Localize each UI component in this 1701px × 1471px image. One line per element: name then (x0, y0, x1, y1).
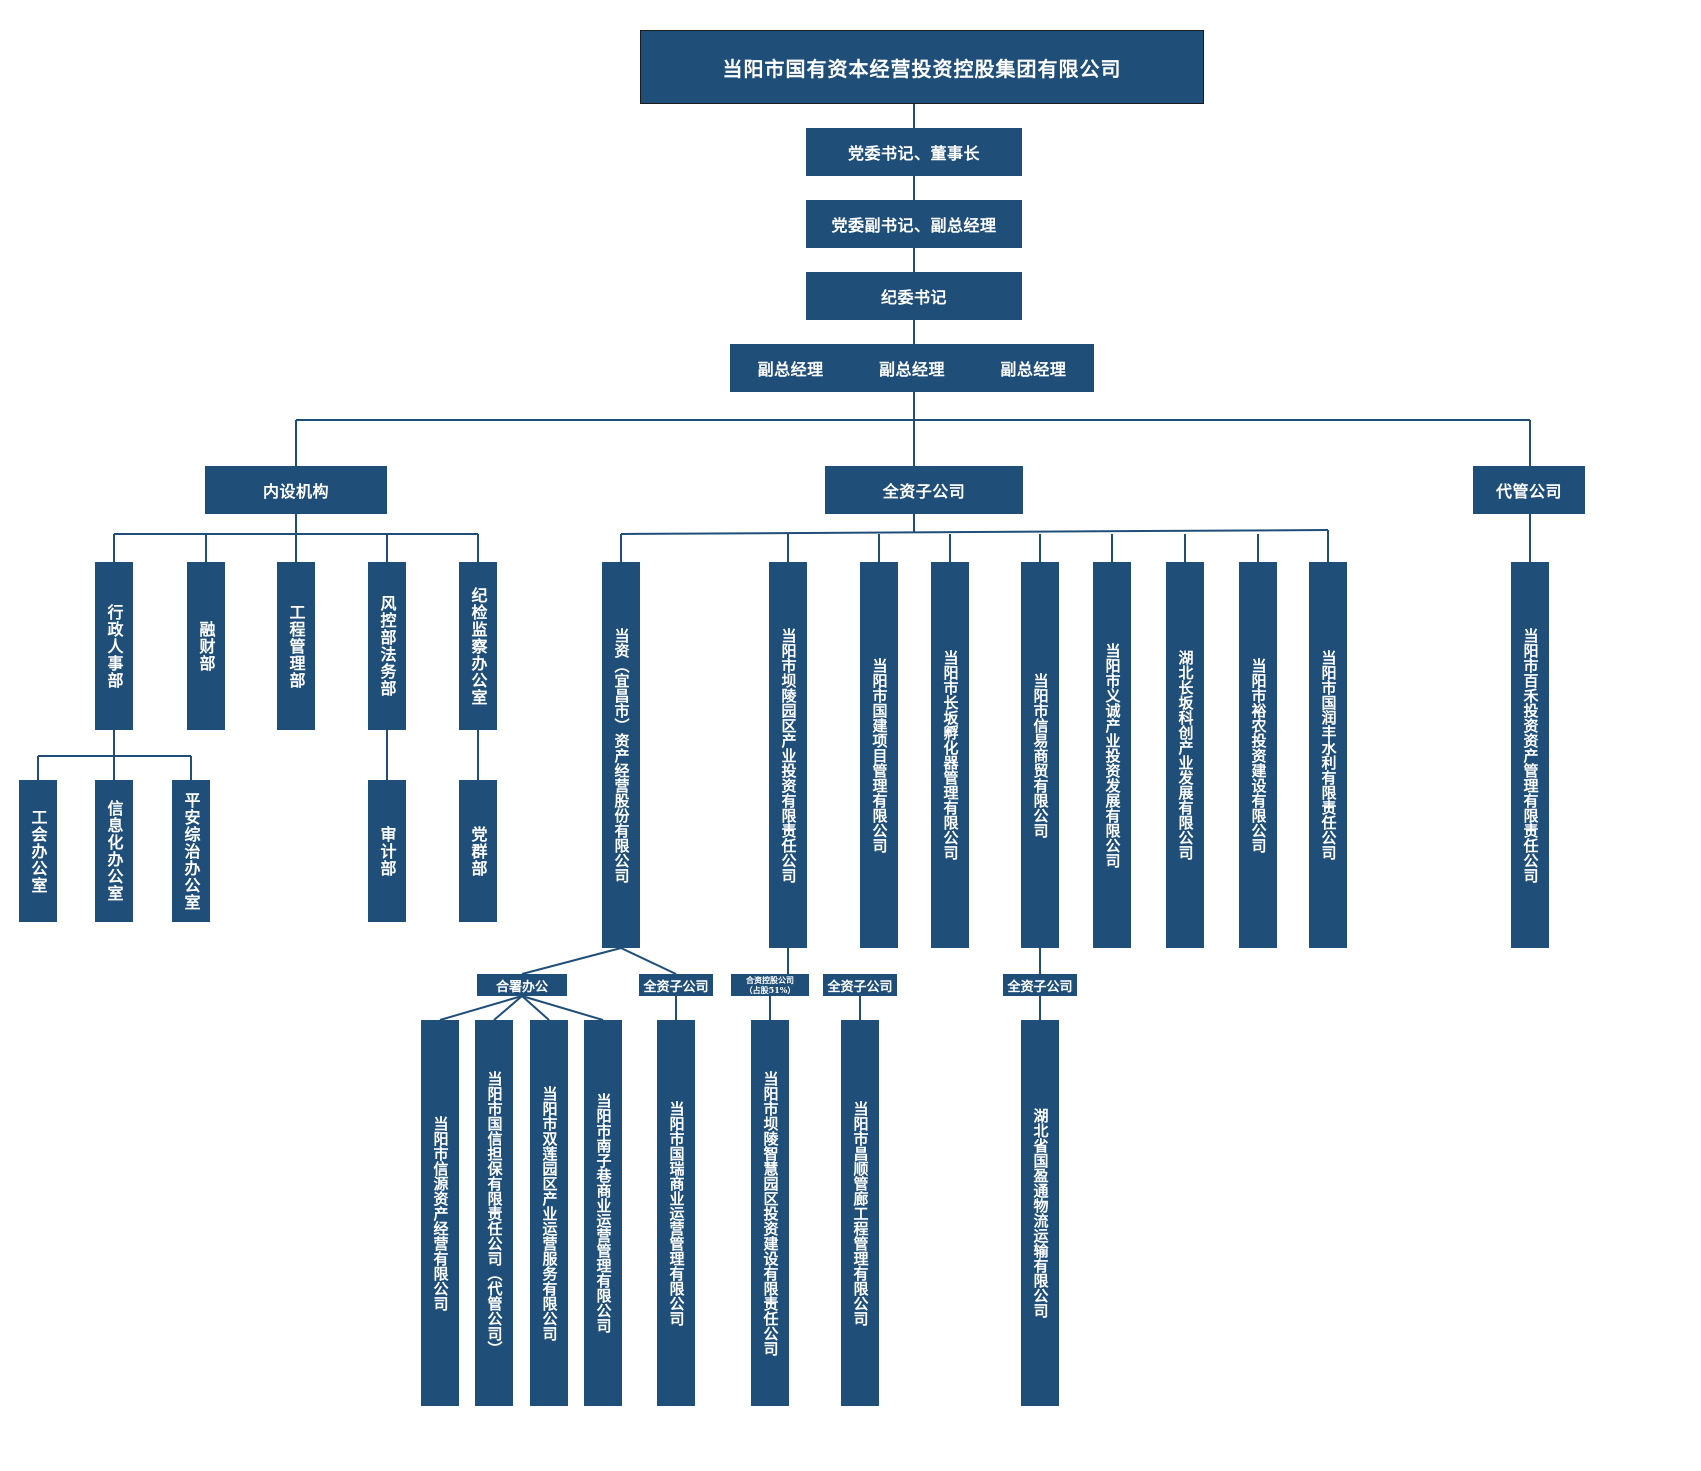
level3-company-label: 当阳市坝陵智慧园区投资建设有限责任公司 (761, 1070, 780, 1356)
subsidiary-label: 当阳市坝陵园区产业投资有限责任公司 (779, 627, 798, 883)
deputy-manager-label: 副总经理 (1000, 360, 1067, 379)
subsidiary-box: 当阳市信易商贸有限公司 (1021, 562, 1059, 948)
level3-company-label: 当阳市国瑞商业运营管理有限公司 (667, 1100, 686, 1326)
subdept-label: 信息化办公室 (104, 800, 124, 902)
subdept-label: 党群部 (468, 825, 488, 877)
discipline-secretary-label: 纪委书记 (880, 288, 947, 307)
managed-company-label: 当阳市百禾投资资产管理有限责任公司 (1521, 627, 1540, 883)
subdept-label: 平安综治办公室 (181, 791, 201, 911)
joint-holding-share: （占股51%） (744, 985, 796, 995)
subsidiary-box: 当资（宜昌市）资产经营股份有限公司 (602, 562, 640, 948)
joint-office-label-box: 合署办公 (477, 974, 567, 996)
dept-admin-hr: 行政人事部 (95, 562, 133, 730)
dept-label: 行政人事部 (104, 603, 124, 689)
dept-engineering: 工程管理部 (277, 562, 315, 730)
category-subsidiaries-box: 全资子公司 (825, 466, 1023, 514)
level3-company-box: 当阳市坝陵智慧园区投资建设有限责任公司 (751, 1020, 789, 1406)
level3-company-box: 当阳市昌顺管廊工程管理有限公司 (841, 1020, 879, 1406)
wholly-owned-label: 全资子公司 (827, 979, 893, 995)
category-managed-label: 代管公司 (1495, 482, 1562, 501)
dept-label: 纪检监察办公室 (468, 586, 488, 706)
subsidiary-label: 湖北长坂科创产业发展有限公司 (1176, 650, 1195, 860)
joint-holding-label: 合资控股公司 (746, 975, 794, 985)
subsidiary-label: 当资（宜昌市）资产经营股份有限公司 (612, 627, 631, 883)
dept-label: 融财部 (196, 620, 216, 672)
subdept-label: 工会办公室 (28, 808, 48, 894)
category-subsidiaries-label: 全资子公司 (882, 482, 966, 501)
discipline-secretary-box: 纪委书记 (806, 272, 1022, 320)
subsidiary-box: 当阳市义诚产业投资发展有限公司 (1093, 562, 1131, 948)
level3-company-label: 当阳市信源资产经营有限公司 (431, 1115, 450, 1311)
group-company-box: 当阳市国有资本经营投资控股集团有限公司 (640, 30, 1204, 104)
level3-company-box: 当阳市国瑞商业运营管理有限公司 (657, 1020, 695, 1406)
subsidiary-label: 当阳市信易商贸有限公司 (1031, 672, 1050, 838)
subsidiary-label: 当阳市国润丰水利有限责任公司 (1319, 650, 1338, 860)
level3-company-box: 当阳市国信担保有限责任公司（代管公司） (475, 1020, 513, 1406)
subsidiary-box: 当阳市裕农投资建设有限公司 (1239, 562, 1277, 948)
subdept-it: 信息化办公室 (95, 780, 133, 922)
subdept-party: 党群部 (459, 780, 497, 922)
category-internal-label: 内设机构 (262, 482, 329, 501)
level3-company-label: 湖北省国盈通物流运输有限公司 (1031, 1108, 1050, 1318)
subsidiary-label: 当阳市长坂孵化器管理有限公司 (941, 650, 960, 860)
dept-finance: 融财部 (187, 562, 225, 730)
wholly-owned-label-box: 全资子公司 (823, 974, 897, 996)
joint-holding-label-box: 合资控股公司 （占股51%） (731, 974, 809, 996)
subsidiary-box: 湖北长坂科创产业发展有限公司 (1166, 562, 1204, 948)
level3-company-box: 当阳市南子巷商业运营管理有限公司 (584, 1020, 622, 1406)
dept-risk-legal: 风控部法务部 (368, 562, 406, 730)
wholly-owned-label-box: 全资子公司 (639, 974, 713, 996)
subsidiary-label: 当阳市义诚产业投资发展有限公司 (1103, 642, 1122, 868)
dept-discipline: 纪检监察办公室 (459, 562, 497, 730)
level3-company-label: 当阳市国信担保有限责任公司（代管公司） (485, 1070, 504, 1356)
level3-company-label: 当阳市双莲园区产业运营服务有限公司 (540, 1085, 559, 1341)
subsidiary-label: 当阳市裕农投资建设有限公司 (1249, 657, 1268, 853)
level3-company-box: 当阳市信源资产经营有限公司 (421, 1020, 459, 1406)
chairman-label: 党委书记、董事长 (847, 144, 980, 163)
wholly-owned-label-box: 全资子公司 (1003, 974, 1077, 996)
subdept-union: 工会办公室 (19, 780, 57, 922)
joint-office-label: 合署办公 (495, 979, 548, 995)
subdept-safety: 平安综治办公室 (172, 780, 210, 922)
deputy-manager-label: 副总经理 (757, 360, 824, 379)
subsidiary-box: 当阳市国建项目管理有限公司 (860, 562, 898, 948)
level3-company-box: 湖北省国盈通物流运输有限公司 (1021, 1020, 1059, 1406)
wholly-owned-label: 全资子公司 (643, 979, 709, 995)
category-internal-box: 内设机构 (205, 466, 387, 514)
chairman-box: 党委书记、董事长 (806, 128, 1022, 176)
level3-company-box: 当阳市双莲园区产业运营服务有限公司 (530, 1020, 568, 1406)
subdept-audit: 审计部 (368, 780, 406, 922)
level3-company-label: 当阳市南子巷商业运营管理有限公司 (594, 1093, 613, 1333)
dept-label: 风控部法务部 (377, 595, 397, 697)
level3-company-label: 当阳市昌顺管廊工程管理有限公司 (851, 1100, 870, 1326)
subsidiary-box: 当阳市坝陵园区产业投资有限责任公司 (769, 562, 807, 948)
subsidiary-label: 当阳市国建项目管理有限公司 (870, 657, 889, 853)
subdept-label: 审计部 (377, 825, 397, 877)
subsidiary-box: 当阳市长坂孵化器管理有限公司 (931, 562, 969, 948)
category-managed-box: 代管公司 (1473, 466, 1585, 514)
managed-company-box: 当阳市百禾投资资产管理有限责任公司 (1511, 562, 1549, 948)
deputy-managers-box: 副总经理 副总经理 副总经理 (730, 344, 1094, 392)
subsidiary-box: 当阳市国润丰水利有限责任公司 (1309, 562, 1347, 948)
wholly-owned-label: 全资子公司 (1007, 979, 1073, 995)
dept-label: 工程管理部 (286, 603, 306, 689)
deputy-manager-label: 副总经理 (878, 360, 945, 379)
group-company-name: 当阳市国有资本经营投资控股集团有限公司 (722, 56, 1122, 81)
deputy-secretary-label: 党委副书记、副总经理 (831, 216, 997, 235)
deputy-secretary-box: 党委副书记、副总经理 (806, 200, 1022, 248)
